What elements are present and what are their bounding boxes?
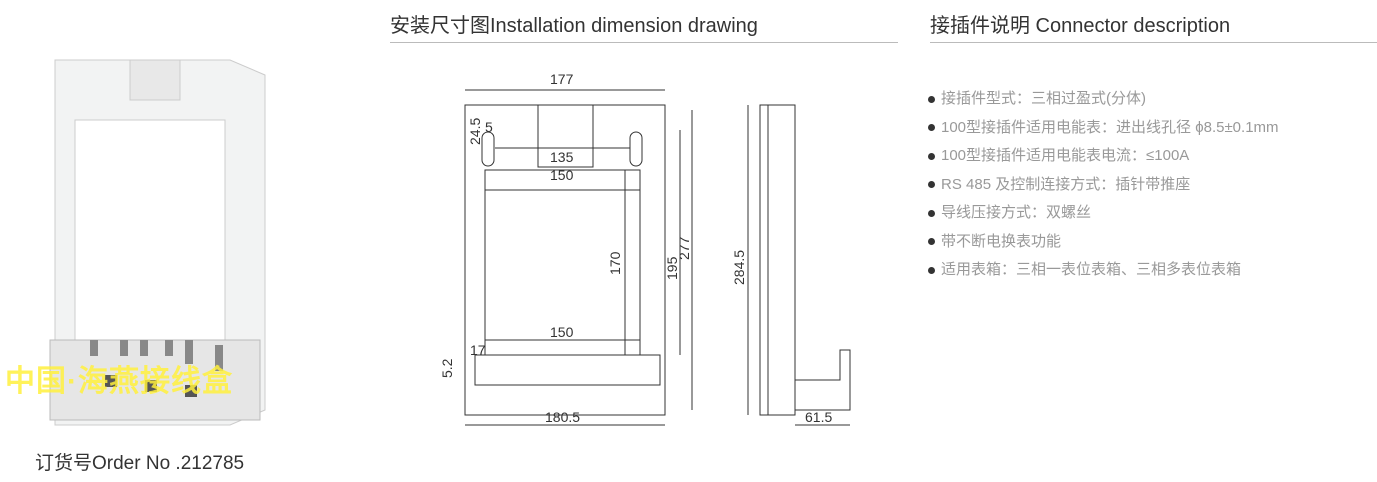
divider	[930, 42, 1377, 43]
spec-item: 100型接插件适用电能表电流：≤100A	[928, 142, 1279, 171]
spec-item: 导线压接方式：双螺丝	[928, 199, 1279, 228]
spec-item: 接插件型式：三相过盈式(分体)	[928, 85, 1279, 114]
divider	[390, 42, 898, 43]
spec-item: 适用表箱：三相一表位表箱、三相多表位表箱	[928, 256, 1279, 285]
dim-5: 5	[485, 119, 493, 135]
product-photo	[49, 59, 266, 426]
dim-17: 17	[470, 342, 486, 358]
dim-170: 170	[607, 251, 623, 275]
dim-5-2: 5.2	[439, 358, 455, 378]
dim-150-top: 150	[550, 167, 574, 183]
dim-284-5: 284.5	[731, 250, 747, 285]
order-number: 订货号Order No .212785	[35, 453, 245, 474]
dim-177: 177	[550, 71, 574, 87]
installation-heading: 安装尺寸图Installation dimension drawing	[390, 15, 758, 37]
watermark: 中国·海燕接线盒	[5, 365, 233, 398]
spec-item: RS 485 及控制连接方式：插针带推座	[928, 171, 1279, 200]
spec-item: 100型接插件适用电能表：进出线孔径 ϕ8.5±0.1mm	[928, 114, 1279, 143]
dim-24-5: 24.5	[467, 118, 483, 145]
dim-195: 195	[664, 256, 680, 280]
connector-heading: 接插件说明 Connector description	[930, 15, 1231, 37]
dim-277: 277	[676, 236, 692, 260]
dim-61-5: 61.5	[805, 409, 832, 425]
dim-150-bottom: 150	[550, 324, 574, 340]
spec-item: 带不断电换表功能	[928, 228, 1279, 257]
dimension-drawing: 177 150 135 5 24.5 170 195 277 150 17 5.…	[439, 71, 851, 426]
dim-135: 135	[550, 149, 574, 165]
connector-spec-list: 接插件型式：三相过盈式(分体) 100型接插件适用电能表：进出线孔径 ϕ8.5±…	[928, 85, 1279, 285]
dim-180-5: 180.5	[545, 409, 580, 425]
